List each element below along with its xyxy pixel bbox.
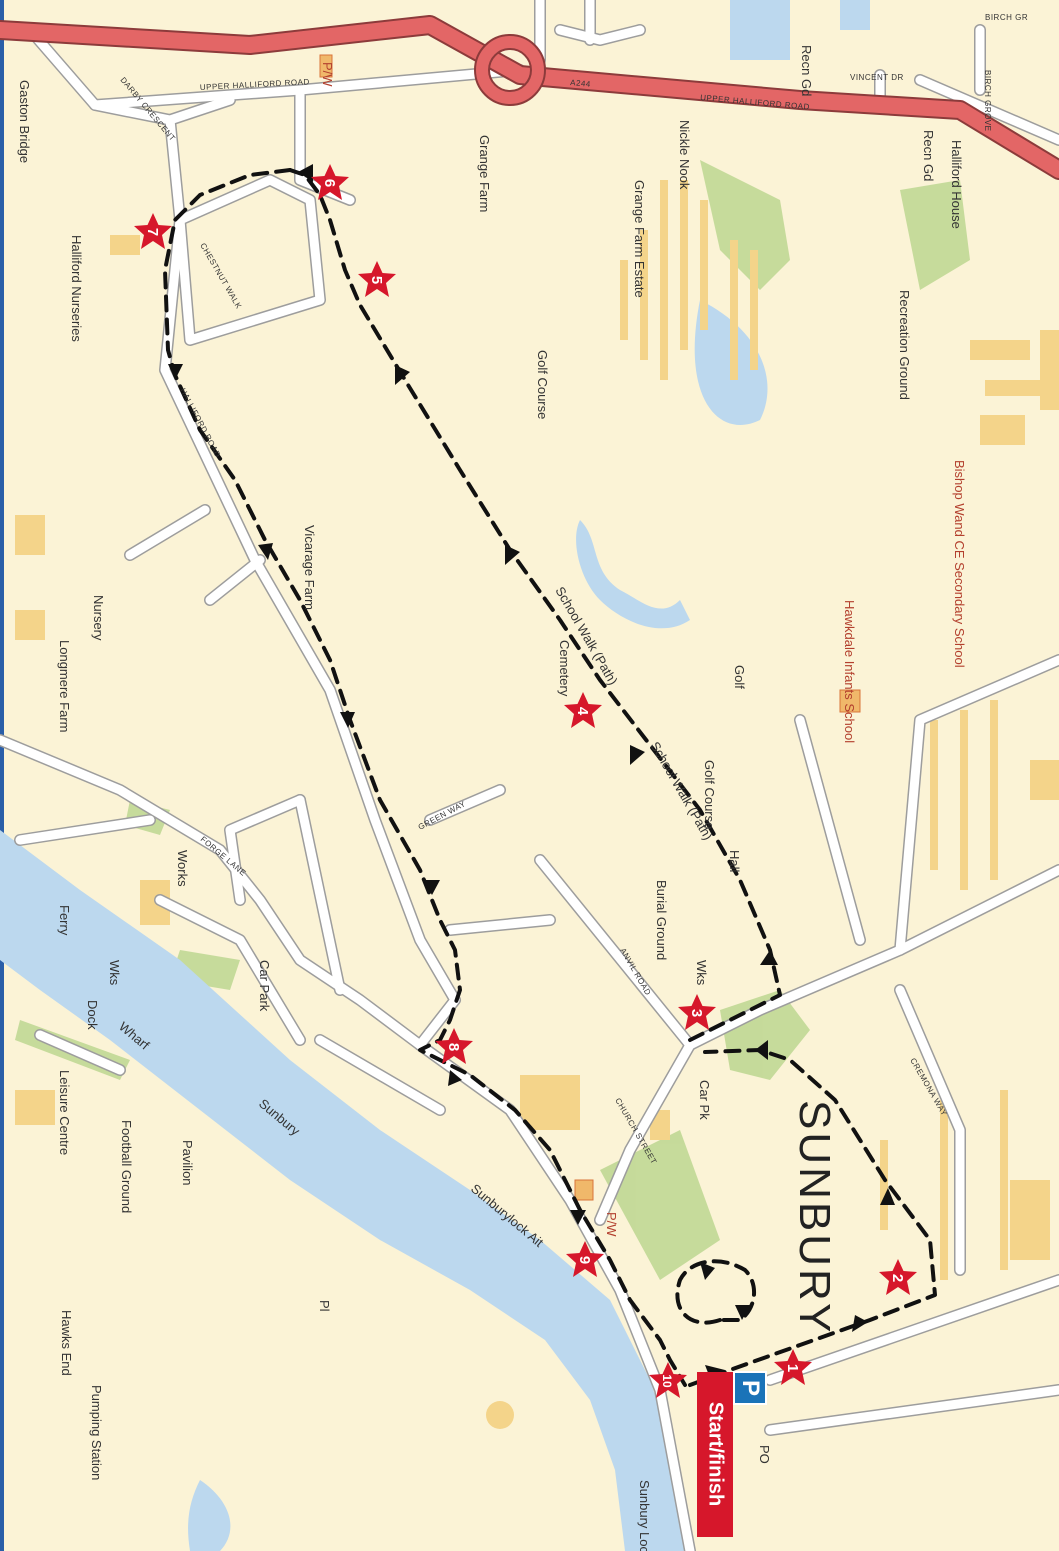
- water-features: [0, 0, 870, 1551]
- arrow-icon: [395, 365, 410, 385]
- arrow-icon: [448, 1070, 462, 1086]
- arrow-icon: [340, 712, 355, 728]
- label-vincent-dr: VINCENT DR: [850, 73, 904, 82]
- parking-icon: P: [733, 1371, 767, 1405]
- label-hawkdale-school: Hawkdale Infants School: [842, 600, 857, 743]
- waypoint-6: 6: [311, 164, 349, 200]
- waypoint-5: 5: [358, 261, 396, 297]
- arrow-icon: [258, 543, 273, 560]
- label-golf-course: Golf Course: [535, 350, 550, 419]
- svg-text:10: 10: [660, 1374, 674, 1388]
- label-birch-grove: BIRCH GROVE: [983, 70, 992, 132]
- label-hawks-end: Hawks End: [59, 1310, 74, 1376]
- label-nursery: Nursery: [91, 595, 106, 641]
- label-ferry: Ferry: [57, 905, 72, 936]
- svg-text:9: 9: [576, 1256, 593, 1264]
- label-leisure-centre: Leisure Centre: [57, 1070, 72, 1155]
- arrow-icon: [423, 880, 440, 895]
- label-wks-2: Wks: [107, 960, 122, 986]
- start-finish-banner: [697, 1372, 733, 1537]
- waypoint-markers: 1 2 3 4 5 6 7 8: [134, 164, 917, 1398]
- label-wks: Wks: [694, 960, 709, 986]
- arrow-icon: [735, 1305, 750, 1320]
- arrow-icon: [298, 164, 313, 182]
- waypoint-9: 9: [566, 1241, 604, 1277]
- label-vicarage-farm: Vicarage Farm: [302, 525, 317, 610]
- arrow-icon: [700, 1262, 715, 1280]
- map-border: [0, 0, 4, 1551]
- label-bishop-wand-school: Bishop Wand CE Secondary School: [952, 460, 967, 668]
- housing-dots: [620, 180, 1008, 1280]
- label-pumping-station: Pumping Station: [89, 1385, 104, 1480]
- svg-text:3: 3: [688, 1009, 705, 1017]
- label-longmere-farm: Longmere Farm: [57, 640, 72, 732]
- a-road: [0, 15, 1059, 180]
- label-pw-2: P/W: [604, 1212, 619, 1237]
- parking-label: P: [736, 1379, 764, 1397]
- waypoint-4: 4: [564, 692, 602, 728]
- svg-text:4: 4: [574, 707, 591, 716]
- label-grange-farm: Grange Farm: [477, 135, 492, 212]
- label-dock: Dock: [85, 1000, 100, 1030]
- label-pl: Pl: [317, 1300, 332, 1312]
- arrow-icon: [880, 1188, 895, 1205]
- arrow-icon: [570, 1210, 586, 1225]
- arrow-icon: [168, 364, 183, 380]
- label-works: Works: [175, 850, 190, 887]
- town-label-sunbury: SUNBURY: [790, 1100, 839, 1335]
- label-car-pk: Car Pk: [697, 1080, 712, 1120]
- label-a244: A244: [570, 78, 591, 89]
- svg-text:5: 5: [368, 276, 385, 284]
- label-recn-gd-2: Recn Gd: [921, 130, 936, 181]
- waypoint-1: 1: [774, 1349, 812, 1385]
- waypoint-3: 3: [678, 994, 716, 1030]
- label-halliford-house: Halliford House: [949, 140, 964, 229]
- label-recn-gd-1: Recn Gd: [799, 45, 814, 96]
- waypoint-2: 2: [879, 1259, 917, 1295]
- label-burial-ground: Burial Ground: [654, 880, 669, 960]
- label-pw-1: P/W: [320, 62, 335, 87]
- arrow-icon: [630, 745, 645, 765]
- label-pavilion: Pavilion: [180, 1140, 195, 1186]
- svg-text:7: 7: [144, 228, 161, 236]
- label-gaston-bridge: Gaston Bridge: [17, 80, 32, 163]
- label-hall: Hall: [727, 850, 742, 873]
- label-po: PO: [757, 1445, 772, 1464]
- arrow-icon: [755, 1040, 768, 1060]
- label-recreation-ground: Recreation Ground: [897, 290, 912, 400]
- waypoint-7: 7: [134, 213, 172, 249]
- arrow-icon: [852, 1315, 868, 1332]
- waypoint-10: 10: [649, 1362, 687, 1398]
- svg-text:8: 8: [445, 1043, 462, 1051]
- svg-text:2: 2: [889, 1274, 906, 1282]
- label-football-ground: Football Ground: [119, 1120, 134, 1213]
- label-nickle-nook: Nickle Nook: [677, 120, 692, 190]
- arrow-icon: [505, 545, 520, 565]
- route-arrows: [168, 164, 895, 1378]
- svg-text:6: 6: [321, 179, 338, 187]
- label-halliford-nurseries: Halliford Nurseries: [69, 235, 84, 342]
- label-golf: Golf: [732, 665, 747, 689]
- svg-text:1: 1: [784, 1364, 801, 1372]
- waypoint-8: 8: [435, 1028, 473, 1064]
- start-finish-label: Start/finish: [704, 1401, 727, 1507]
- label-golf-course-2: Golf Course: [702, 760, 717, 829]
- arrow-icon: [760, 950, 778, 965]
- label-car-park: Car Park: [257, 960, 272, 1012]
- label-cemetery: Cemetery: [557, 640, 572, 697]
- label-birch-gr: BIRCH GR: [985, 13, 1028, 22]
- river-thames: [0, 830, 690, 1551]
- label-grange-farm-estate: Grange Farm Estate: [632, 180, 647, 298]
- label-sunbury-lock: Sunbury Lock: [637, 1480, 652, 1551]
